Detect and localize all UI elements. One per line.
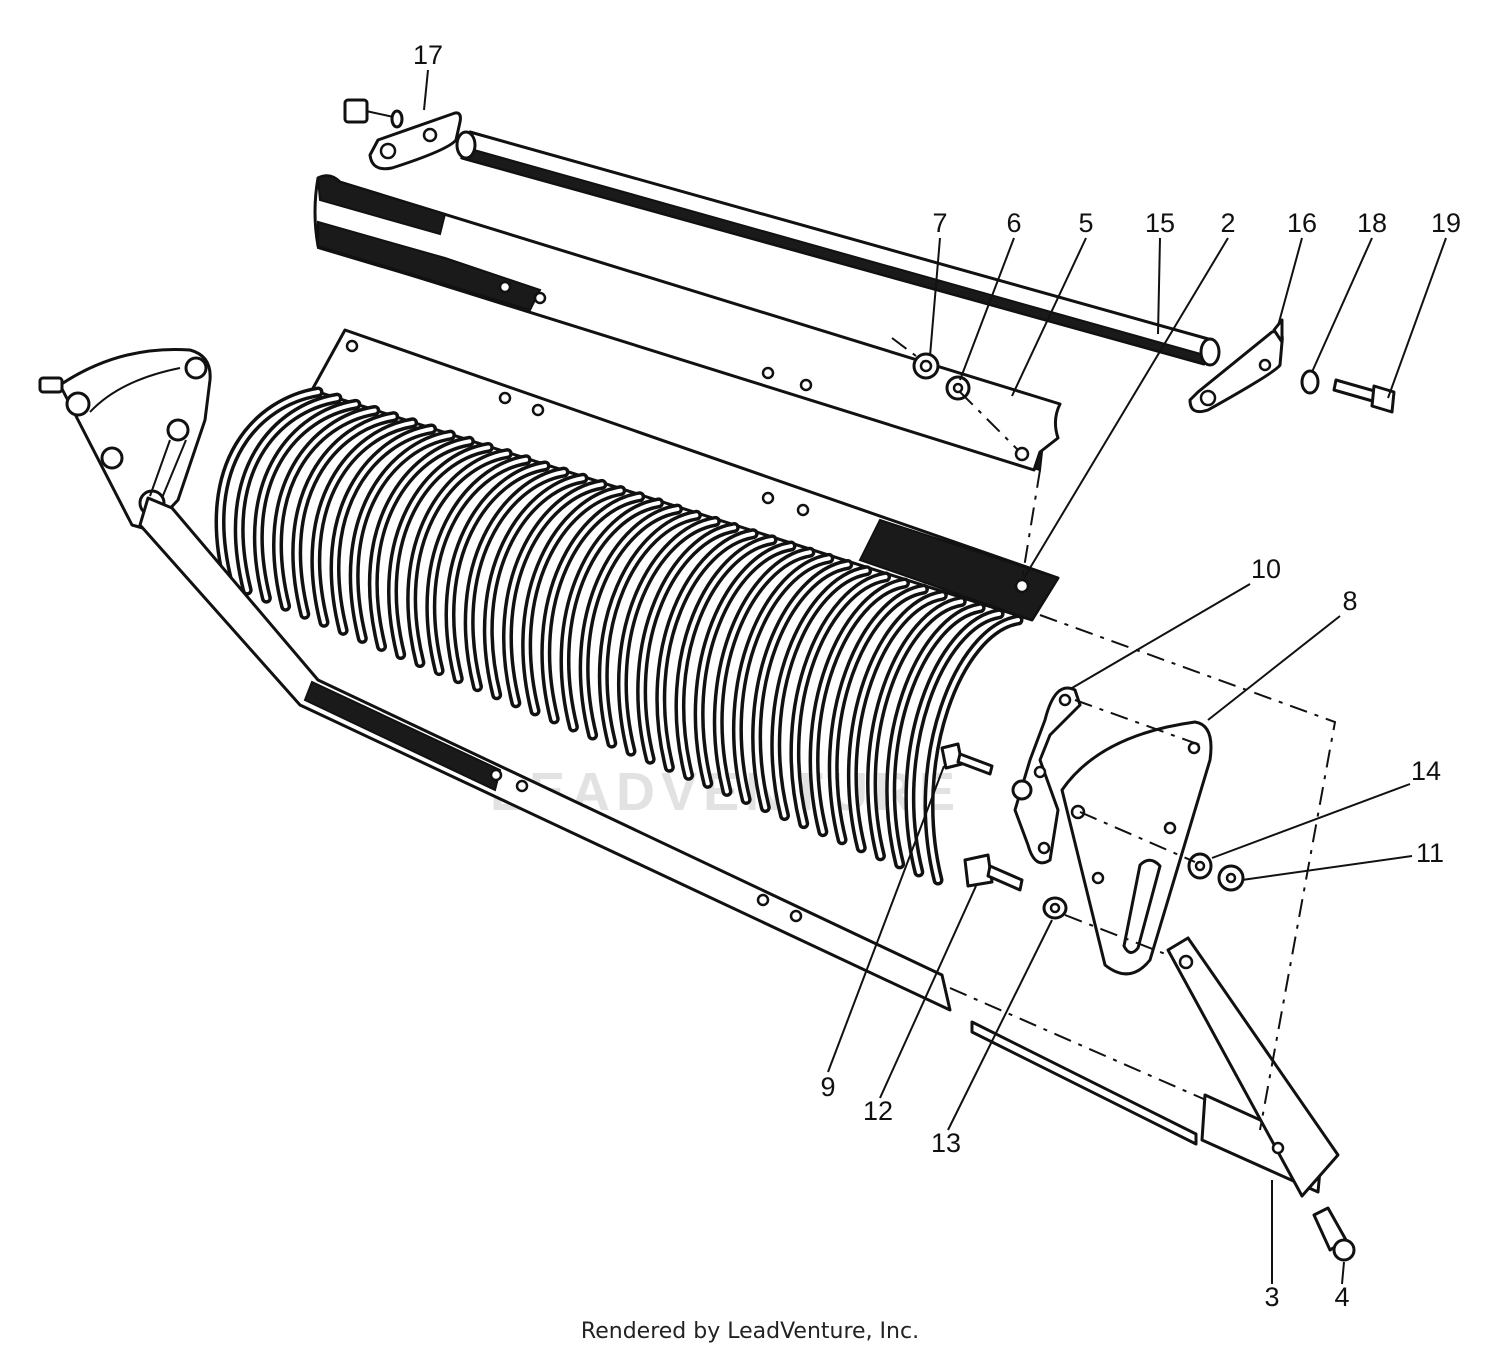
tine-highlight xyxy=(754,562,850,810)
left-rod-bracket xyxy=(343,98,462,171)
nut-11 xyxy=(1217,864,1245,892)
tine-highlight xyxy=(428,457,529,673)
tine-highlight xyxy=(294,414,396,617)
tine-highlight xyxy=(352,433,453,641)
callout-10: 10 xyxy=(1251,554,1281,584)
callout-14: 14 xyxy=(1411,756,1441,786)
tine-highlight xyxy=(333,426,434,633)
right-rod-bracket xyxy=(1188,318,1396,414)
tine-highlight xyxy=(716,550,812,794)
tine-highlight xyxy=(505,482,604,705)
tine-highlight xyxy=(467,470,566,689)
tine-highlight xyxy=(409,451,510,665)
callout-18: 18 xyxy=(1357,208,1387,238)
tine-highlight xyxy=(773,568,869,818)
tine-highlight xyxy=(563,500,661,729)
tine-highlight xyxy=(658,531,756,770)
tine-highlight xyxy=(448,463,548,681)
tine-highlight xyxy=(256,402,358,601)
tine-highlight xyxy=(543,494,642,721)
tine-highlight xyxy=(601,513,699,746)
tine-highlight xyxy=(390,445,491,657)
tine-highlight xyxy=(850,593,945,850)
tine-highlight xyxy=(486,476,585,697)
footer-credit: Rendered by LeadVenture, Inc. xyxy=(581,1319,919,1344)
callout-labels: 17 7 6 5 15 2 16 18 19 10 8 14 11 9 12 1… xyxy=(413,40,1461,1312)
tine-highlight xyxy=(678,537,775,778)
tine-highlight xyxy=(907,611,1002,874)
callout-17: 17 xyxy=(413,40,443,70)
top-rod xyxy=(455,130,1221,367)
callout-15: 15 xyxy=(1145,208,1175,238)
strut xyxy=(1166,936,1340,1198)
pin xyxy=(1312,1206,1356,1262)
left-end-plate xyxy=(38,347,212,532)
tine-highlight xyxy=(313,420,415,625)
tine-highlight xyxy=(927,618,1020,882)
clamp-bracket xyxy=(1011,686,1082,865)
channel-bar xyxy=(313,174,1062,472)
callout-13: 13 xyxy=(931,1128,961,1158)
nut-14 xyxy=(1187,852,1213,880)
callout-19: 19 xyxy=(1431,208,1461,238)
leader-lines xyxy=(423,69,1447,1285)
bolt-12 xyxy=(963,853,1024,892)
tine-highlight xyxy=(237,396,339,593)
washer-13 xyxy=(1042,896,1068,920)
tine-plate xyxy=(310,328,1060,622)
tine-highlight xyxy=(620,519,718,754)
bolt-9 xyxy=(940,742,994,776)
assembly-lines xyxy=(891,337,1337,1131)
tine-highlight xyxy=(869,599,964,858)
callout-12: 12 xyxy=(863,1096,893,1126)
callout-4: 4 xyxy=(1334,1282,1349,1312)
callout-2: 2 xyxy=(1220,208,1235,238)
tine-rake xyxy=(214,386,1024,886)
right-end-plate xyxy=(1060,720,1213,976)
callout-5: 5 xyxy=(1078,208,1093,238)
callout-16: 16 xyxy=(1287,208,1317,238)
tine-highlight xyxy=(639,525,737,762)
tine-highlight xyxy=(792,574,888,826)
callout-7: 7 xyxy=(932,208,947,238)
tine-highlight xyxy=(812,581,907,834)
tine-highlight xyxy=(275,408,377,609)
callout-3: 3 xyxy=(1264,1282,1279,1312)
tine-highlight xyxy=(888,605,983,866)
callout-9: 9 xyxy=(820,1072,835,1102)
tine-highlight xyxy=(735,556,831,802)
callout-8: 8 xyxy=(1342,586,1357,616)
tine-highlight xyxy=(831,587,926,842)
tine-highlight xyxy=(697,544,793,786)
callout-6: 6 xyxy=(1006,208,1021,238)
tine-highlight xyxy=(582,507,680,738)
tine-highlight xyxy=(371,439,472,649)
callout-11: 11 xyxy=(1416,838,1444,868)
tine-highlight xyxy=(218,390,320,584)
nut-and-washer xyxy=(912,352,971,401)
tine-highlight xyxy=(524,488,623,713)
